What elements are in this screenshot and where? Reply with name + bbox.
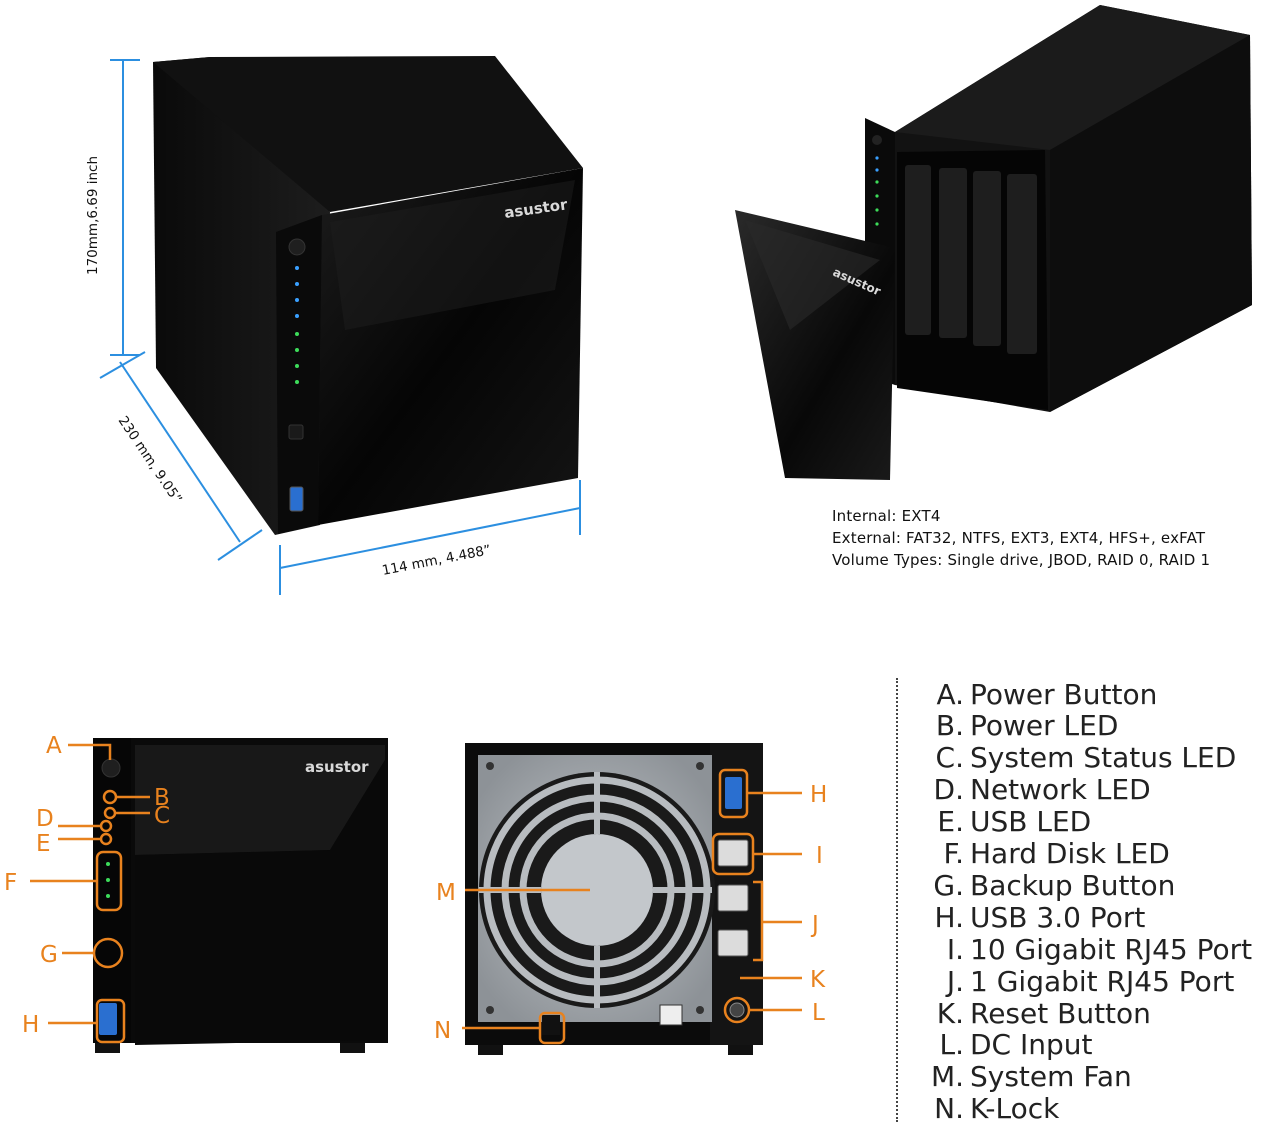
legend-letter: G. bbox=[933, 868, 964, 902]
rear-callout-letters: H I J K L M N bbox=[434, 782, 827, 1044]
callout-b: B bbox=[154, 785, 170, 811]
callout-h-front: H bbox=[22, 1012, 39, 1038]
depth-dimension-label: 230 mm, 9.05” bbox=[115, 413, 185, 507]
callout-n: N bbox=[434, 1018, 451, 1044]
legend-item: N.K-Lock bbox=[898, 1092, 1060, 1125]
legend-item: M.System Fan bbox=[898, 1060, 1132, 1094]
legend-label: DC Input bbox=[970, 1028, 1093, 1062]
legend-label: 1 Gigabit RJ45 Port bbox=[970, 964, 1235, 998]
network-led bbox=[295, 298, 299, 302]
drive-tray-4 bbox=[1007, 174, 1037, 354]
drive-tray-1 bbox=[905, 165, 931, 335]
nas-open-view: asustor bbox=[735, 5, 1252, 480]
nas-top-panel bbox=[153, 56, 583, 212]
nas-rear-view bbox=[465, 743, 763, 1055]
filesystem-info: Internal: EXT4 External: FAT32, NTFS, EX… bbox=[832, 505, 1210, 571]
legend-letter: N. bbox=[934, 1092, 964, 1125]
volume-types: Volume Types: Single drive, JBOD, RAID 0… bbox=[832, 551, 1211, 569]
backup-button-icon bbox=[288, 424, 304, 440]
callout-h-rear: H bbox=[810, 782, 827, 808]
callout-e: E bbox=[36, 831, 51, 857]
legend-item: B.Power LED bbox=[898, 709, 1119, 743]
disk-led-1 bbox=[295, 332, 299, 336]
drive-tray-3 bbox=[973, 171, 1001, 346]
legend-item: C.System Status LED bbox=[898, 741, 1237, 775]
callout-j: J bbox=[810, 912, 819, 938]
legend-letter: H. bbox=[934, 900, 964, 934]
legend-label: Power LED bbox=[970, 709, 1119, 743]
callout-l: L bbox=[812, 1000, 825, 1026]
disk-led-4 bbox=[295, 380, 299, 384]
nas-control-strip bbox=[276, 215, 322, 534]
disk-led-3 bbox=[295, 364, 299, 368]
power-button-icon bbox=[288, 238, 306, 256]
legend-letter: J. bbox=[946, 964, 964, 998]
legend-label: Backup Button bbox=[970, 868, 1176, 902]
callout-k: K bbox=[810, 967, 826, 993]
usb-port-icon bbox=[289, 486, 304, 512]
usb-led bbox=[295, 314, 299, 318]
callout-m: M bbox=[436, 880, 456, 906]
front-callout-letters: A B C D E F G H bbox=[4, 733, 170, 1038]
legend-letter: M. bbox=[930, 1060, 964, 1094]
front-callouts bbox=[30, 743, 150, 1044]
legend-letter: L. bbox=[939, 1028, 965, 1062]
depth-dimension-line bbox=[119, 361, 241, 543]
legend-item: H.USB 3.0 Port bbox=[898, 900, 1146, 934]
legend-letter: B. bbox=[935, 709, 964, 743]
disk-led-2 bbox=[295, 348, 299, 352]
dimension-lines bbox=[99, 59, 581, 595]
legend-item: E.USB LED bbox=[898, 805, 1092, 839]
legend-letter: D. bbox=[933, 773, 964, 807]
callout-d: D bbox=[36, 806, 54, 832]
fan-hub bbox=[541, 834, 653, 946]
external-fs: External: FAT32, NTFS, EXT3, EXT4, HFS+,… bbox=[832, 529, 1206, 547]
power-led bbox=[295, 266, 299, 270]
height-dimension-label: 170mm,6.69 inch bbox=[85, 156, 101, 275]
callout-a: A bbox=[46, 733, 62, 759]
legend-label: Hard Disk LED bbox=[970, 837, 1170, 870]
front-view-logo: asustor bbox=[305, 758, 369, 776]
legend-letter: K. bbox=[936, 996, 964, 1030]
legend-item: D.Network LED bbox=[898, 773, 1151, 807]
legend-item: L.DC Input bbox=[898, 1028, 1093, 1062]
legend-item: I.10 Gigabit RJ45 Port bbox=[898, 932, 1253, 966]
internal-fs: Internal: EXT4 bbox=[832, 507, 941, 525]
width-dimension-label: 114 mm, 4.488” bbox=[381, 542, 493, 579]
legend-label: Network LED bbox=[970, 773, 1151, 807]
status-led bbox=[295, 282, 299, 286]
callout-f: F bbox=[4, 870, 17, 896]
legend-letter: C. bbox=[935, 741, 964, 775]
legend-item: J.1 Gigabit RJ45 Port bbox=[898, 964, 1235, 998]
legend-letter: A. bbox=[936, 677, 964, 711]
legend-item: A.Power Button bbox=[898, 677, 1158, 711]
width-dimension-line bbox=[279, 507, 581, 569]
legend-label: System Fan bbox=[970, 1060, 1132, 1094]
legend-item: K.Reset Button bbox=[898, 996, 1151, 1030]
callout-c: C bbox=[154, 803, 170, 829]
legend-label: USB LED bbox=[970, 805, 1092, 839]
nas-main-view: asustor bbox=[153, 56, 583, 535]
legend-label: K-Lock bbox=[970, 1092, 1060, 1125]
legend-label: 10 Gigabit RJ45 Port bbox=[970, 932, 1253, 966]
legend-item: G.Backup Button bbox=[898, 868, 1176, 902]
rear-callouts bbox=[462, 768, 802, 1045]
drive-tray-2 bbox=[939, 168, 967, 338]
legend-label: USB 3.0 Port bbox=[970, 900, 1146, 934]
callout-i: I bbox=[816, 843, 823, 869]
legend-item: F.Hard Disk LED bbox=[898, 837, 1170, 870]
legend-letter: E. bbox=[937, 805, 964, 839]
legend-letter: F. bbox=[943, 837, 964, 870]
legend-letter: I. bbox=[946, 932, 964, 966]
legend-label: Reset Button bbox=[970, 996, 1151, 1030]
callout-g: G bbox=[40, 942, 58, 968]
legend-label: System Status LED bbox=[970, 741, 1237, 775]
nas-front-reflection bbox=[330, 180, 575, 330]
legend-label: Power Button bbox=[970, 677, 1158, 711]
nas-front-view: asustor bbox=[93, 738, 388, 1053]
